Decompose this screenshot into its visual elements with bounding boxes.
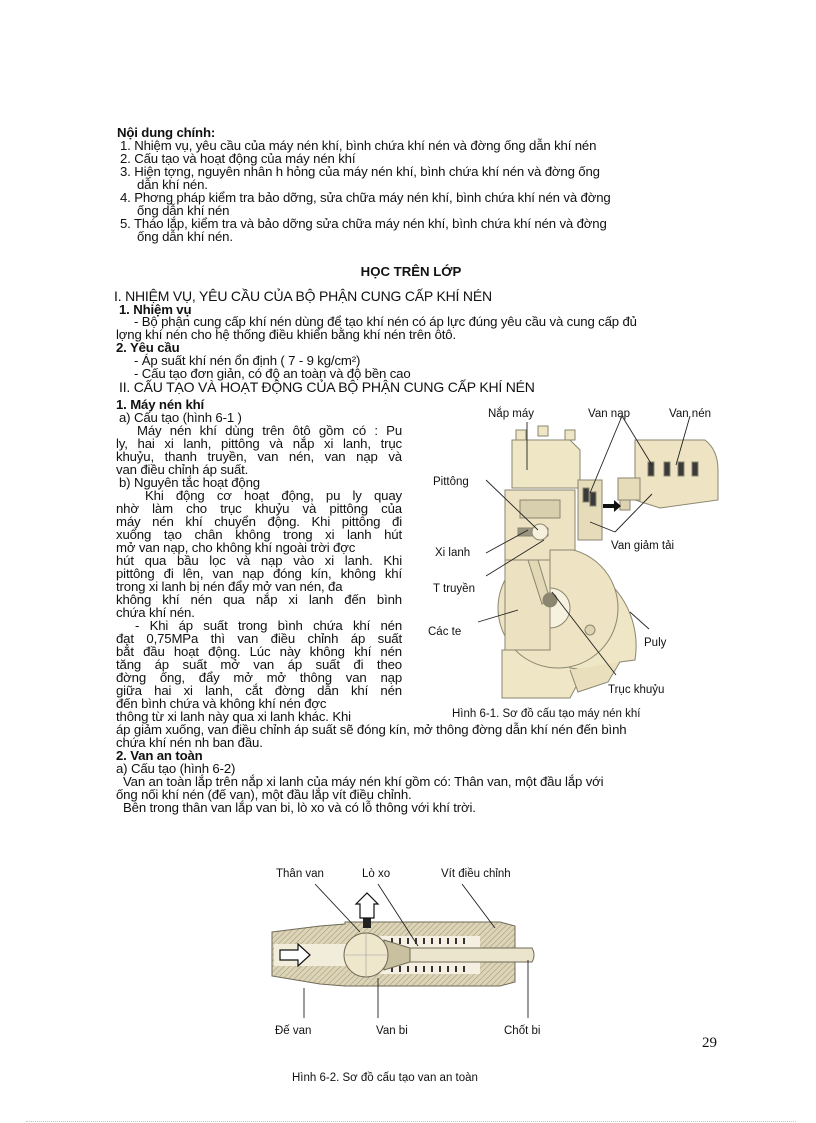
outline-item-4-cont: ống dẫn khí nén xyxy=(137,203,230,218)
label-van-nen: Van nén xyxy=(669,408,711,420)
compressor-b-full-line-1: áp giảm xuống, van điều chỉnh áp suất sẽ… xyxy=(116,722,627,737)
compressor-b-line-12: đạt 0,75MPa thì van điều chỉnh áp suất xyxy=(116,631,402,646)
label-cac-te: Các te xyxy=(428,626,462,638)
figure-6-1-caption: Hình 6-1. Sơ đồ cấu tạo máy nén khí xyxy=(452,708,641,720)
outline-item-1: 1. Nhiệm vụ, yêu cầu của máy nén khí, bì… xyxy=(120,138,597,153)
safety-valve-title: 2. Van an toàn xyxy=(116,748,203,763)
compressor-b-line-13: bắt đầu hoạt động. Lúc này không khí nén xyxy=(116,644,402,659)
figure-6-2: Thân van Lò xo Vít điều chỉnh Đế van Van… xyxy=(260,860,560,1050)
outline-item-5-cont: ống dẫn khí nén. xyxy=(137,229,233,244)
outline-item-5: 5. Tháo lắp, kiểm tra và bảo dỡng sửa ch… xyxy=(120,216,607,231)
compressor-b-line-3: máy nén khí chuyển động. Khi pittông đi xyxy=(116,514,402,529)
section-1-sub1-title: 1. Nhiệm vụ xyxy=(119,302,192,317)
section-1-sub2-line-1: - Áp suất khí nén ổn định ( 7 - 9 kg/cm²… xyxy=(134,353,361,368)
outline-item-4: 4. Phơng pháp kiểm tra bảo dỡng, sửa chữ… xyxy=(120,190,611,205)
page-number: 29 xyxy=(702,1035,717,1051)
outline-title: Nội dung chính: xyxy=(117,125,216,140)
safety-valve-line-3: Bên trong thân van lắp van bi, lò xo và … xyxy=(123,800,476,815)
compressor-b-line-6: hút qua bầu lọc và nạp vào xi lanh. Khi xyxy=(116,553,402,568)
section-1-sub1-line-2: lợng khí nén cho hệ thống điều khiển bằn… xyxy=(116,327,457,342)
section-1-sub2-title: 2. Yêu cầu xyxy=(116,340,180,355)
page-bottom-border xyxy=(26,1121,796,1122)
compressor-a-line-2: ly, hai xi lanh, pittông và nắp xi lanh,… xyxy=(116,436,402,451)
label-than-van: Thân van xyxy=(276,868,324,880)
compressor-a-title: a) Cấu tạo (hình 6-1 ) xyxy=(119,410,242,425)
label-de-van: Đế van xyxy=(275,1025,312,1037)
outline-item-3-cont: dẫn khí nén. xyxy=(137,177,208,192)
compressor-a-line-3: khuỷu, thanh truyền, van nén, van nạp và xyxy=(116,449,402,464)
lesson-heading: HỌC TRÊN LỚP xyxy=(0,264,816,279)
compressor-b-line-5: mở van nạp, cho không khí ngoài trời đợc xyxy=(116,540,356,555)
compressor-b-line-8: trong xi lanh bị nén đẩy mở van nén, đa xyxy=(116,579,343,594)
compressor-b-line-17: đến bình chứa và không khí nén đợc xyxy=(116,696,327,711)
compressor-b-line-15: đờng ống, đẩy mở mở thông van nạp xyxy=(116,670,402,685)
label-puly: Puly xyxy=(644,637,667,649)
compressor-title: 1. Máy nén khí xyxy=(116,397,205,412)
label-t-truyen: T truyền xyxy=(433,583,475,595)
label-lo-xo: Lò xo xyxy=(362,868,391,880)
air-compressor-diagram xyxy=(477,415,719,699)
compressor-b-title: b) Nguyên tắc hoạt động xyxy=(119,475,260,490)
section-1-sub1-line-1: - Bộ phận cung cấp khí nén dùng để tạo k… xyxy=(134,314,637,329)
compressor-b-line-14: tăng áp suất mở van áp suất đi theo xyxy=(116,657,402,672)
compressor-b-line-4: xuống tạo chân không trong xi lanh hút xyxy=(116,527,402,542)
outline-item-3: 3. Hiện tợng, nguyên nhân h hỏng của máy… xyxy=(120,164,600,179)
compressor-b-line-2: nhờ làm cho trục khuỷu và pittông của xyxy=(116,501,402,516)
label-vit-dieu-chinh: Vít điều chỉnh xyxy=(441,868,511,880)
compressor-b-line-10: chứa khí nén. xyxy=(116,605,195,620)
label-van-nap: Van nạp xyxy=(588,408,630,420)
figure-6-1: Nắp máy Van nạp Van nén Pittông Van giảm… xyxy=(420,400,730,730)
compressor-a-line-4: van điều chỉnh áp suất. xyxy=(116,462,249,477)
safety-valve-line-1: Van an toàn lắp trên nắp xi lanh của máy… xyxy=(123,774,604,789)
safety-valve-diagram xyxy=(271,883,535,1018)
section-1-title: I. NHIỆM VỤ, YÊU CẦU CỦA BỘ PHẬN CUNG CẤ… xyxy=(114,288,492,304)
lesson-heading-text: HỌC TRÊN LỚP xyxy=(360,264,462,279)
safety-valve-line-2: ống nối khí nén (đế van), một đầu lắp ví… xyxy=(116,787,412,802)
compressor-b-line-1: Khi động cơ hoạt động, pu ly quay xyxy=(145,488,402,503)
section-1-sub2-line-2: - Cấu tạo đơn giản, có độ an toàn và độ … xyxy=(134,366,411,381)
safety-valve-a-title: a) Cấu tạo (hình 6-2) xyxy=(116,761,236,776)
label-van-bi: Van bi xyxy=(376,1025,408,1037)
compressor-b-line-18: thông từ xi lanh này qua xi lanh khác. K… xyxy=(116,709,351,724)
section-2-title: II. CẤU TẠO VÀ HOẠT ĐỘNG CỦA BỘ PHẬN CUN… xyxy=(119,379,535,395)
compressor-a-line-1: Máy nén khí dùng trên ôtô gồm có : Pu xyxy=(137,423,402,438)
compressor-b-full-line-2: chứa khí nén nh ban đầu. xyxy=(116,735,263,750)
outline-item-2: 2. Cấu tạo và hoạt động của máy nén khí xyxy=(120,151,356,166)
label-pittong: Pittông xyxy=(433,476,469,488)
label-nap-may: Nắp máy xyxy=(488,408,535,420)
label-truc-khuyu: Trục khuỷu xyxy=(608,684,665,696)
compressor-b-line-7: pittông đi lên, van nạp đóng kín, không … xyxy=(116,566,402,581)
compressor-b-line-9: không khí nén qua nắp xi lanh đến bình xyxy=(116,592,402,607)
label-xi-lanh: Xi lanh xyxy=(435,547,471,559)
compressor-b-line-16: giữa hai xi lanh, cắt đờng dẫn khí nén xyxy=(116,683,402,698)
compressor-b-line-11: - Khi áp suất trong bình chứa khí nén xyxy=(135,618,402,633)
label-van-giam-tai: Van giảm tải xyxy=(611,540,675,552)
figure-6-2-caption: Hình 6-2. Sơ đồ cấu tạo van an toàn xyxy=(292,1072,478,1084)
label-chot-bi: Chốt bi xyxy=(504,1025,541,1037)
